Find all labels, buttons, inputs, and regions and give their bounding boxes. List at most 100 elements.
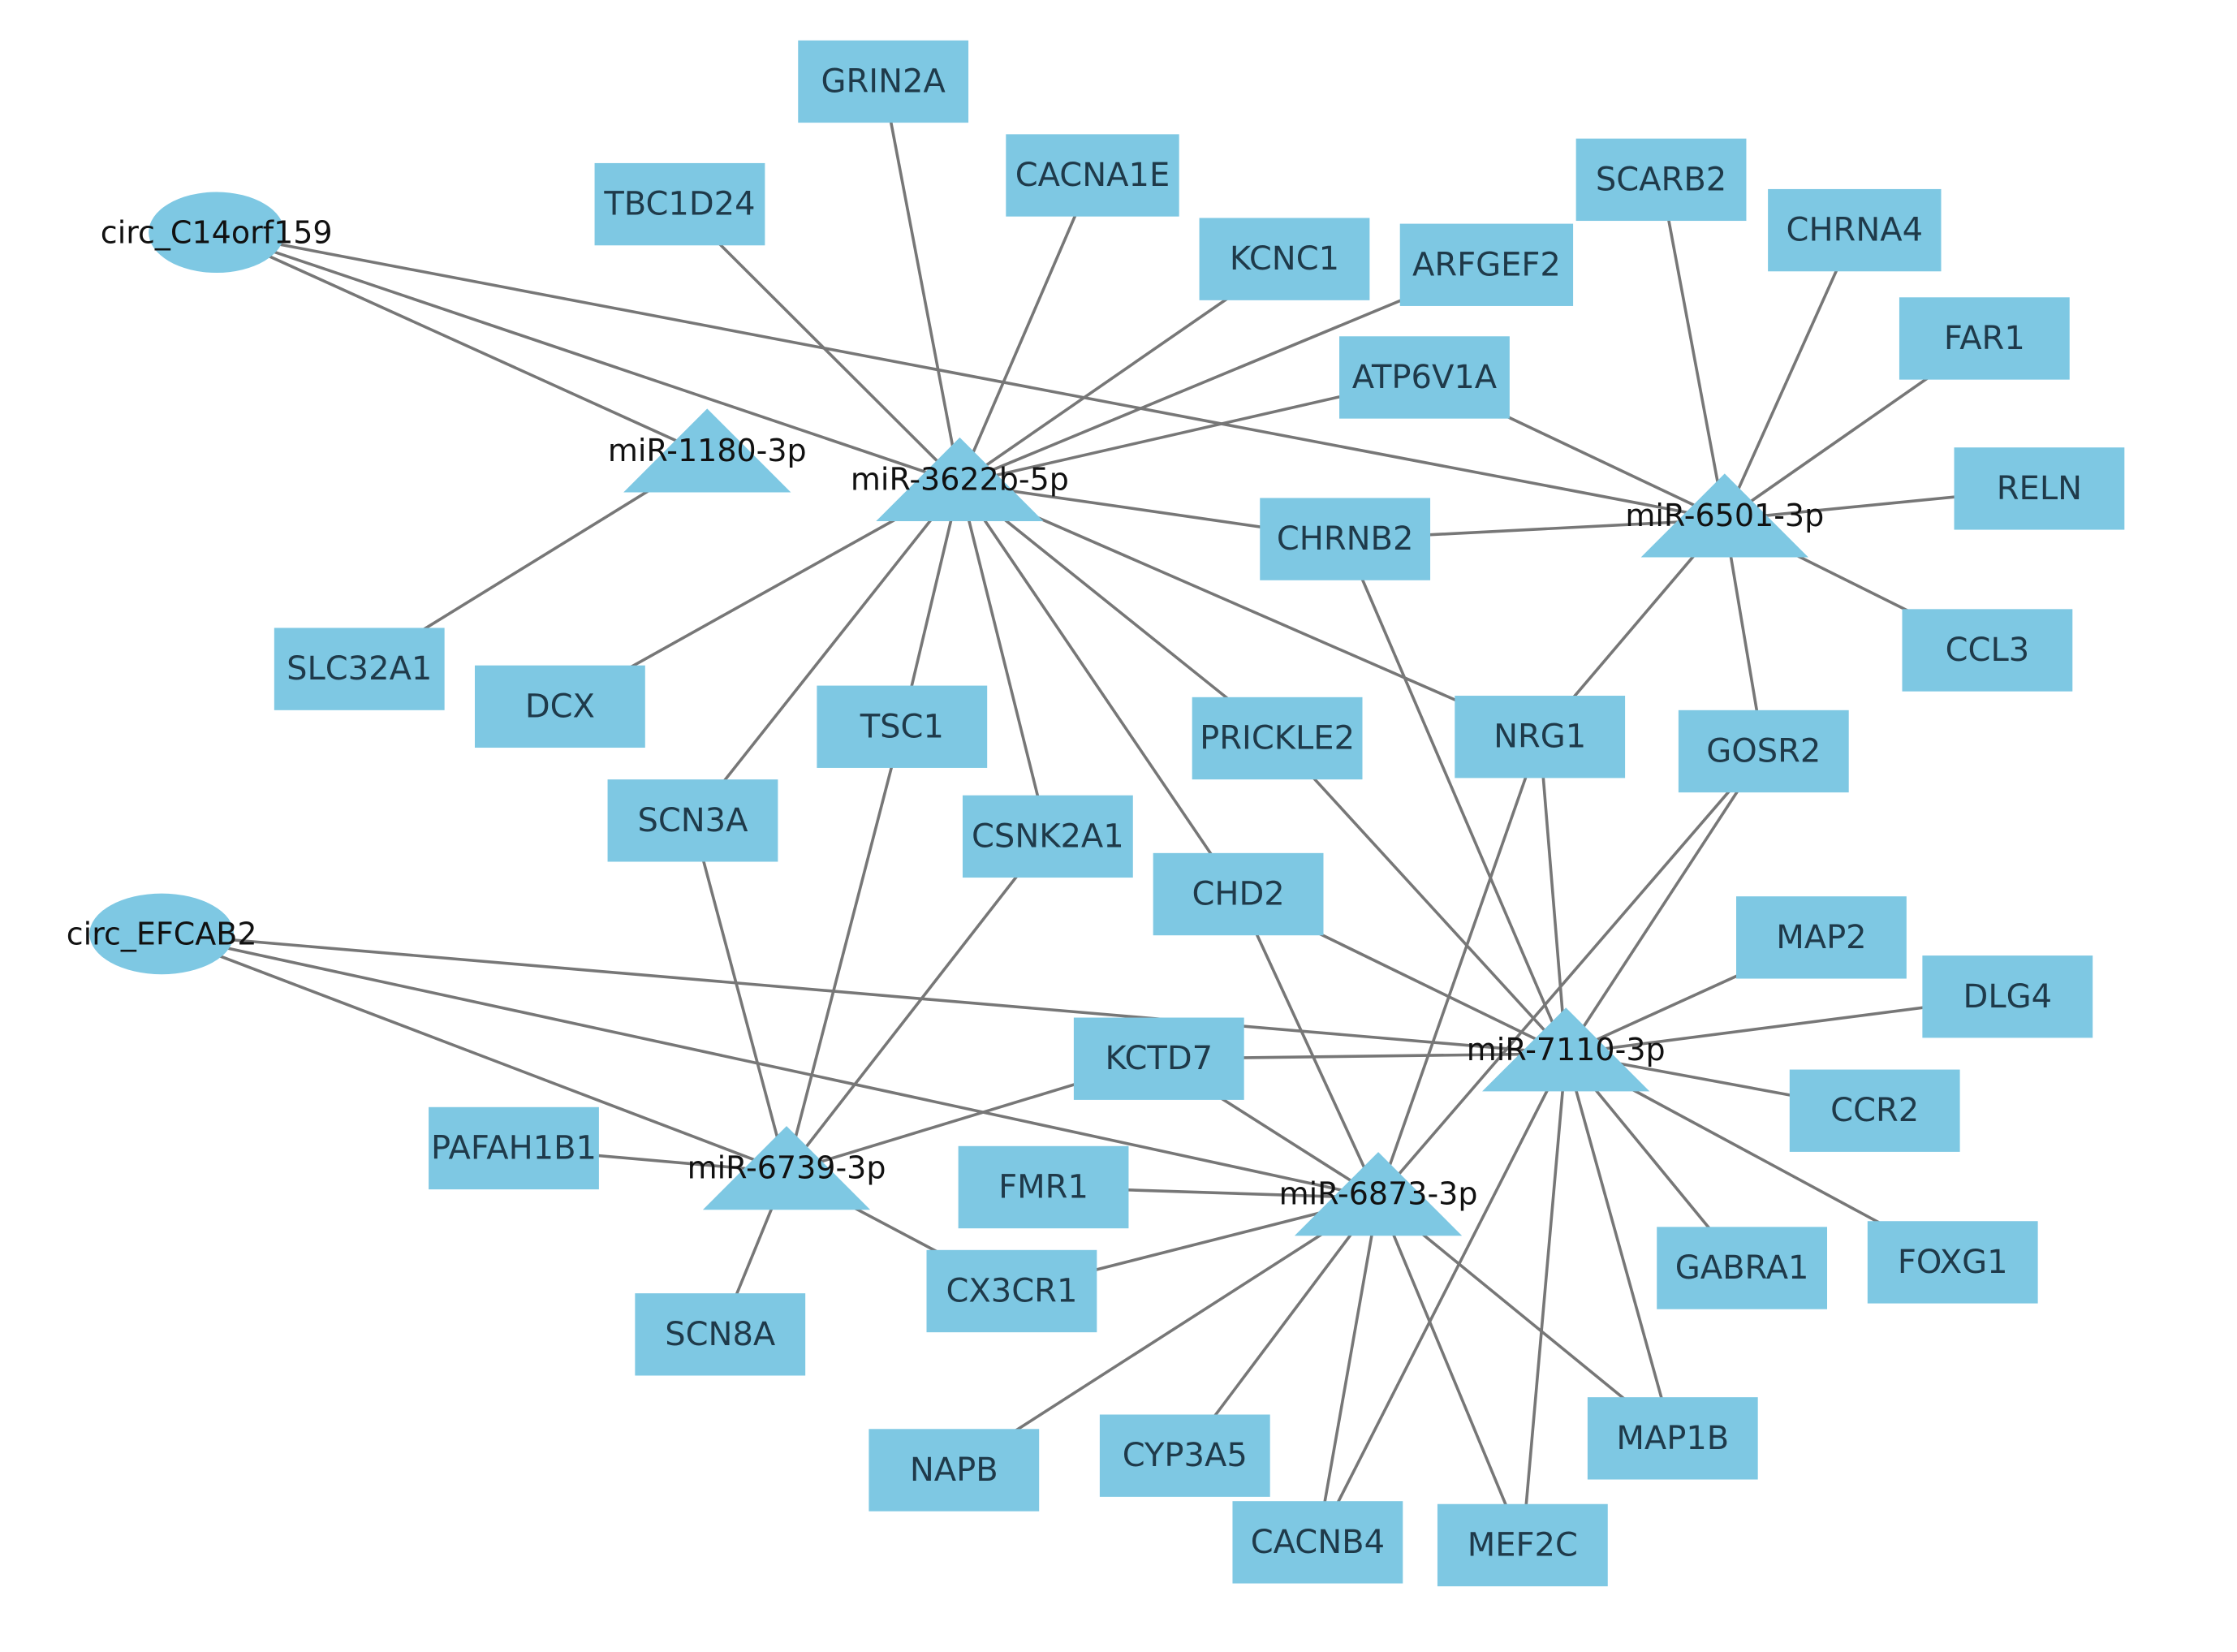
mirna-node-mir-6739-3p[interactable]: miR-6739-3p: [687, 1126, 886, 1210]
gene-label: RELN: [1997, 470, 2082, 507]
gene-node-chrnb2[interactable]: CHRNB2: [1260, 498, 1431, 580]
gene-label: CACNA1E: [1015, 157, 1170, 194]
gene-node-napb[interactable]: NAPB: [869, 1429, 1040, 1512]
gene-box: [1339, 336, 1510, 419]
gene-label: PAFAH1B1: [431, 1129, 597, 1167]
mirna-node-mir-6501-3p[interactable]: miR-6501-3p: [1625, 473, 1824, 558]
gene-box: [1575, 138, 1747, 222]
gene-box: [635, 1293, 806, 1376]
edge-circ-efcab2-to-mir-6873-3p: [161, 932, 1379, 1200]
gene-node-far1[interactable]: FAR1: [1899, 297, 2070, 380]
circrna-label: circ_EFCAB2: [67, 916, 257, 951]
gene-node-map1b[interactable]: MAP1B: [1587, 1397, 1758, 1480]
mirna-label: miR-1180-3p: [608, 433, 807, 468]
edge-mir-7110-3p-to-mef2c: [1521, 1053, 1567, 1546]
gene-label: CHRNA4: [1787, 212, 1924, 249]
gene-node-chrna4[interactable]: CHRNA4: [1768, 188, 1942, 272]
gene-box: [1192, 697, 1363, 780]
gene-node-chd2[interactable]: CHD2: [1153, 852, 1324, 936]
gene-label: CACNB4: [1251, 1524, 1385, 1561]
gene-node-ccl3[interactable]: CCL3: [1902, 609, 2073, 692]
gene-label: CCR2: [1830, 1092, 1919, 1129]
gene-node-tbc1d24[interactable]: TBC1D24: [594, 162, 765, 246]
gene-box: [958, 1145, 1129, 1229]
gene-node-scn3a[interactable]: SCN3A: [607, 779, 778, 862]
gene-node-kctd7[interactable]: KCTD7: [1073, 1017, 1244, 1100]
gene-node-ccr2[interactable]: CCR2: [1789, 1069, 1960, 1152]
gene-node-cacna1e[interactable]: CACNA1E: [1006, 134, 1179, 217]
gene-box: [1399, 223, 1574, 306]
gene-label: NAPB: [910, 1451, 998, 1489]
gene-node-csnk2a1[interactable]: CSNK2A1: [962, 795, 1133, 878]
edge-mir-7110-3p-to-cacnb4: [1316, 1053, 1567, 1543]
gene-node-dcx[interactable]: DCX: [474, 665, 645, 748]
edge-mir-6873-3p-to-cacnb4: [1316, 1197, 1380, 1543]
gene-node-dlg4[interactable]: DLG4: [1922, 955, 2093, 1038]
gene-node-gosr2[interactable]: GOSR2: [1678, 710, 1849, 793]
edge-mir-7110-3p-to-map1b: [1564, 1053, 1675, 1439]
gene-label: CYP3A5: [1123, 1437, 1248, 1474]
gene-box: [869, 1429, 1040, 1512]
gene-node-reln[interactable]: RELN: [1954, 447, 2125, 530]
edge-mir-6873-3p-to-nrg1: [1377, 736, 1541, 1199]
mirna-triangle: [876, 437, 1044, 522]
mirna-node-mir-1180-3p[interactable]: miR-1180-3p: [608, 408, 807, 493]
edge-circ-c14orf159-to-mir-3622b-5p: [216, 231, 960, 485]
gene-node-cx3cr1[interactable]: CX3CR1: [926, 1249, 1097, 1333]
edge-mir-3622b-5p-to-prickle2: [959, 482, 1278, 740]
gene-node-cacnb4[interactable]: CACNB4: [1232, 1501, 1403, 1584]
gene-node-atp6v1a[interactable]: ATP6V1A: [1339, 336, 1510, 419]
gene-node-nrg1[interactable]: NRG1: [1455, 696, 1626, 779]
gene-node-mef2c[interactable]: MEF2C: [1437, 1503, 1608, 1587]
gene-node-scarb2[interactable]: SCARB2: [1575, 138, 1747, 222]
gene-label: SCN3A: [637, 802, 748, 839]
mirna-node-mir-6873-3p[interactable]: miR-6873-3p: [1279, 1152, 1478, 1236]
gene-box: [1073, 1017, 1244, 1100]
gene-node-pafah1b1[interactable]: PAFAH1B1: [429, 1106, 599, 1190]
edge-mir-6873-3p-to-mef2c: [1377, 1197, 1524, 1546]
gene-node-fmr1[interactable]: FMR1: [958, 1145, 1129, 1229]
gene-label: TSC1: [860, 708, 944, 745]
gene-box: [1153, 852, 1324, 936]
mirna-node-mir-7110-3p[interactable]: miR-7110-3p: [1467, 1007, 1666, 1092]
gene-node-map2[interactable]: MAP2: [1736, 896, 1907, 979]
edge-mir-3622b-5p-to-chd2: [958, 482, 1240, 895]
gene-box: [274, 628, 445, 710]
gene-node-kcnc1[interactable]: KCNC1: [1199, 218, 1370, 300]
mirna-node-mir-3622b-5p[interactable]: miR-3622b-5p: [851, 437, 1069, 522]
edge-mir-6739-3p-to-tsc1: [785, 726, 904, 1173]
gene-label: KCTD7: [1105, 1040, 1213, 1077]
gene-label: NRG1: [1493, 718, 1586, 756]
gene-label: SLC32A1: [287, 650, 432, 688]
gene-label: DCX: [525, 688, 595, 725]
gene-box: [1260, 498, 1431, 580]
circrna-node-circ-c14orf159[interactable]: circ_C14orf159: [101, 192, 333, 274]
gene-node-slc32a1[interactable]: SLC32A1: [274, 628, 445, 710]
gene-label: GABRA1: [1675, 1249, 1809, 1287]
gene-label: GRIN2A: [821, 63, 946, 100]
mirna-triangle: [623, 408, 791, 493]
edge-mir-3622b-5p-to-csnk2a1: [958, 483, 1050, 837]
gene-node-cyp3a5[interactable]: CYP3A5: [1099, 1414, 1270, 1497]
gene-label: FOXG1: [1898, 1244, 2008, 1281]
circrna-node-circ-efcab2[interactable]: circ_EFCAB2: [67, 893, 257, 975]
gene-box: [1006, 134, 1179, 217]
circrna-ellipse: [149, 192, 285, 274]
gene-node-scn8a[interactable]: SCN8A: [635, 1293, 806, 1376]
circrna-label: circ_C14orf159: [101, 214, 333, 250]
gene-node-gabra1[interactable]: GABRA1: [1657, 1227, 1828, 1309]
gene-node-foxg1[interactable]: FOXG1: [1867, 1221, 2038, 1304]
edge-circ-efcab2-to-mir-7110-3p: [161, 932, 1567, 1055]
gene-label: ATP6V1A: [1352, 359, 1498, 396]
mirna-triangle: [1294, 1152, 1463, 1236]
edge-mir-6873-3p-to-cyp3a5: [1183, 1197, 1380, 1457]
gene-node-grin2a[interactable]: GRIN2A: [798, 40, 969, 123]
gene-node-arfgef2[interactable]: ARFGEF2: [1399, 223, 1574, 306]
gene-label: TBC1D24: [603, 186, 755, 223]
mirna-triangle: [1640, 473, 1808, 558]
gene-node-tsc1[interactable]: TSC1: [817, 685, 988, 768]
gene-box: [1789, 1069, 1960, 1152]
gene-box: [926, 1249, 1097, 1333]
gene-label: MEF2C: [1468, 1526, 1578, 1564]
gene-node-prickle2[interactable]: PRICKLE2: [1192, 697, 1363, 780]
